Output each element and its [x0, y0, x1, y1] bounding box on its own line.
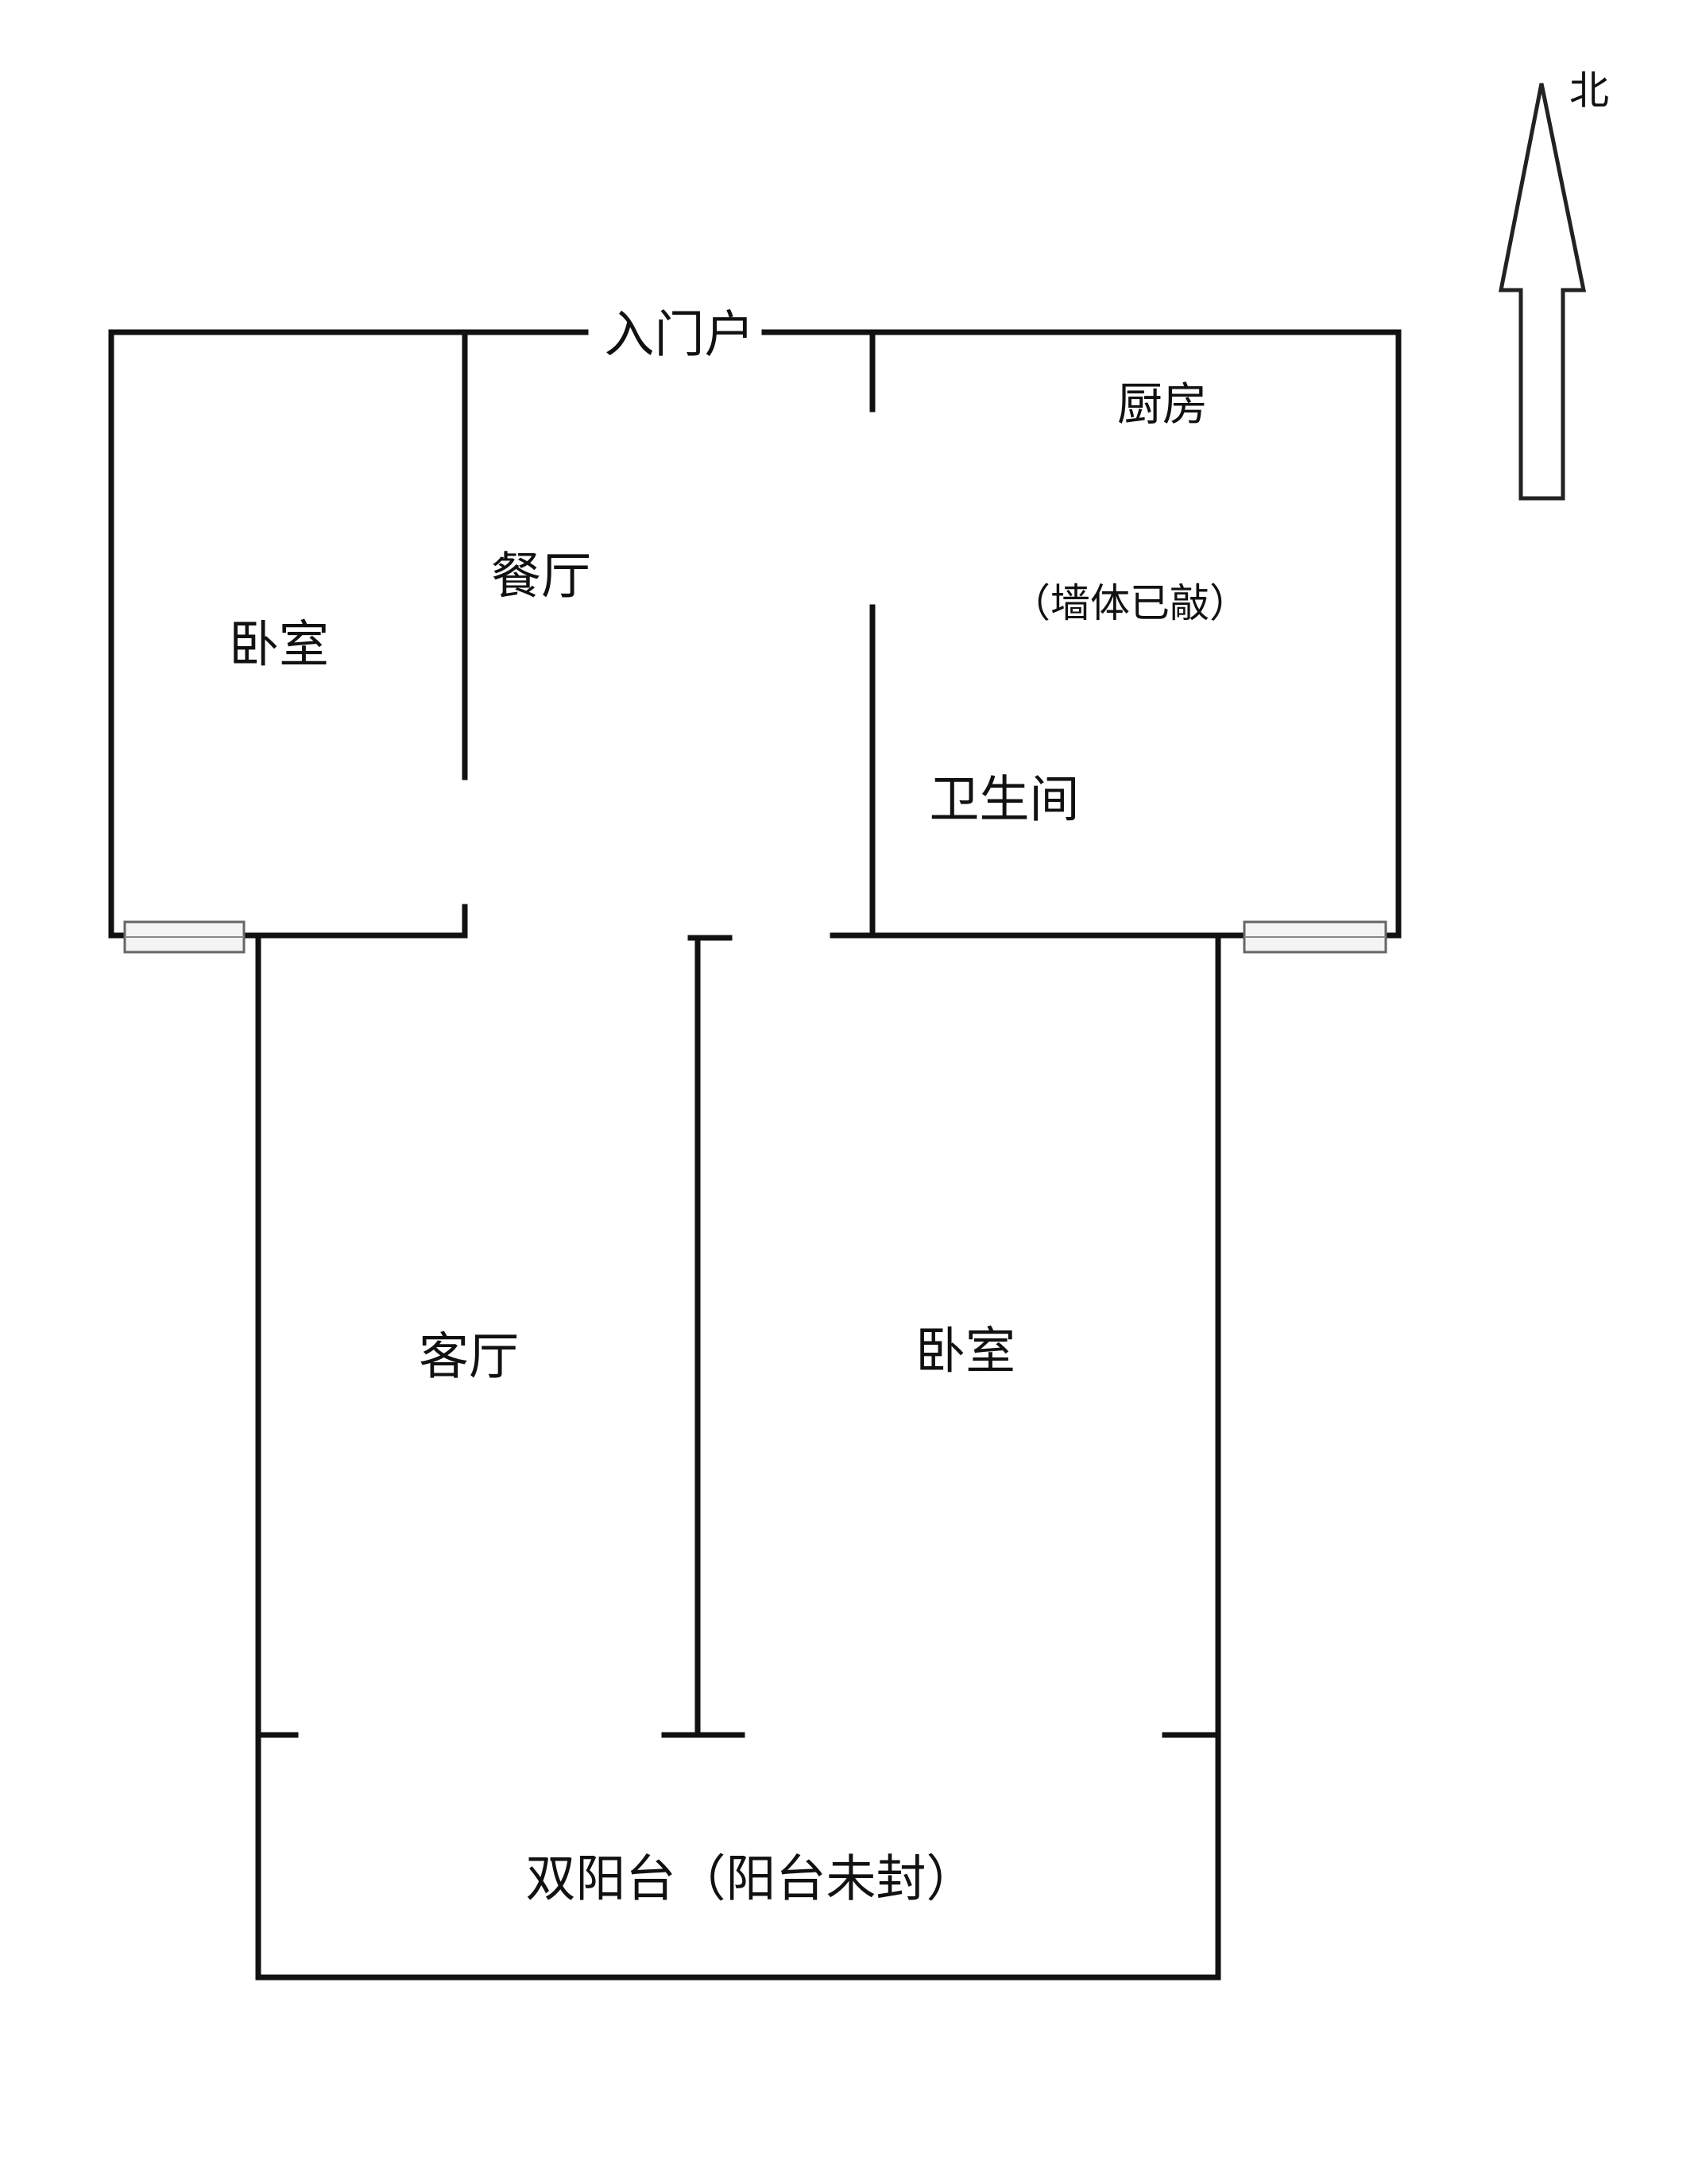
bedroom-north-label: 卧室: [229, 616, 329, 674]
dining-label: 餐厅: [491, 548, 591, 606]
compass-label: 北: [1569, 68, 1609, 114]
walls: [108, 329, 1402, 1981]
kitchen-label: 厨房: [1117, 378, 1208, 431]
kitchen-note-label: （墙体已敲）: [1011, 580, 1249, 626]
entrance-label: 入门户: [605, 306, 755, 364]
bedroom-south-label: 卧室: [915, 1322, 1015, 1380]
living-room-label: 客厅: [419, 1328, 519, 1386]
balcony-label: 双阳台（阳台未封）: [526, 1850, 977, 1908]
bathroom-label: 卫生间: [930, 771, 1080, 829]
north-arrow-icon: [1498, 83, 1587, 501]
